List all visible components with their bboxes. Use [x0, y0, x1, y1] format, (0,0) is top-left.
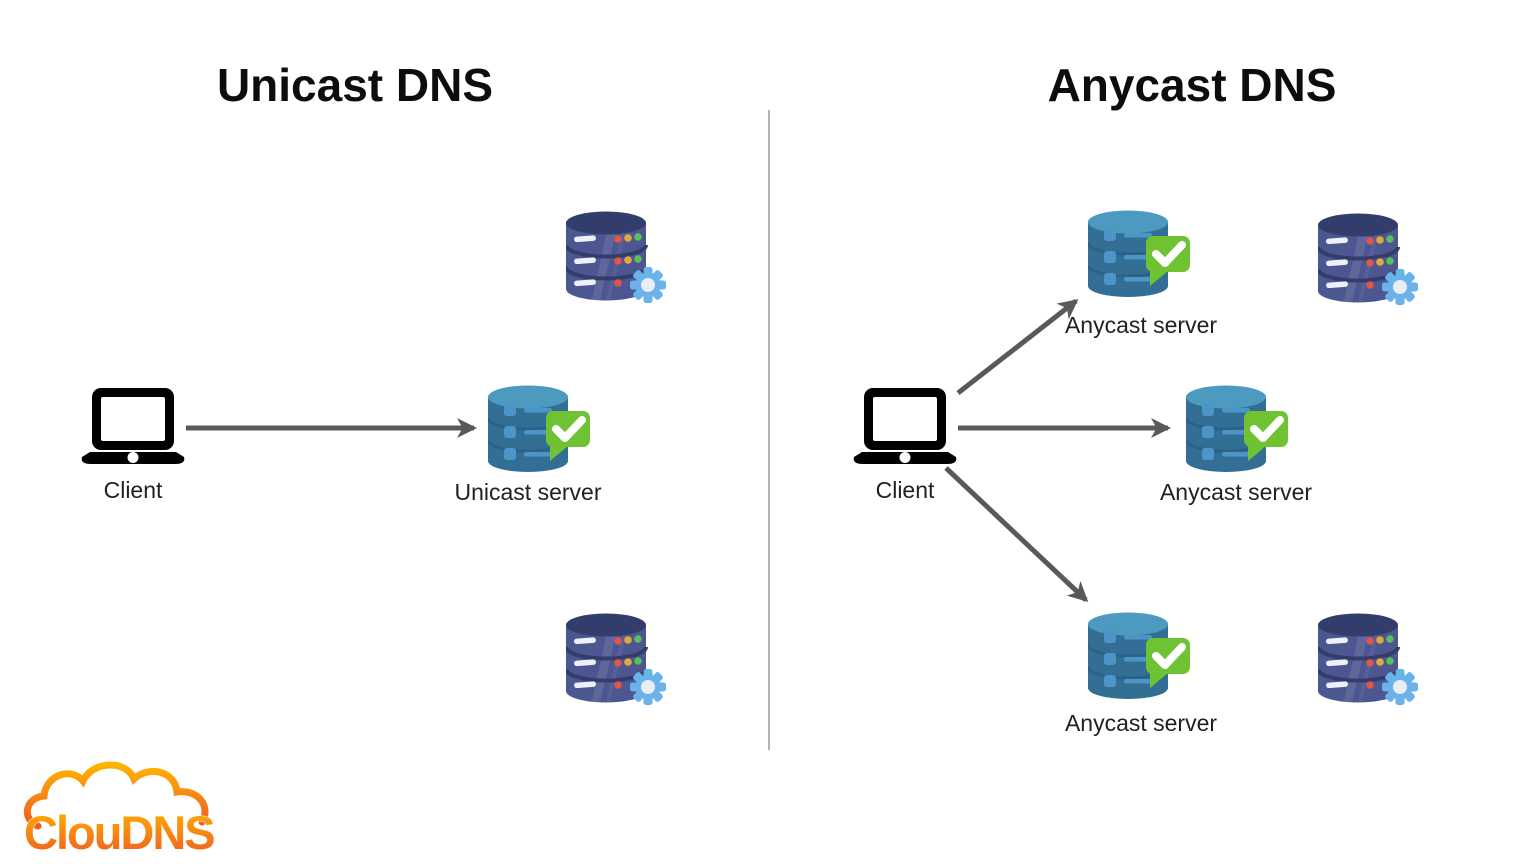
anycast-server-label-bottom: Anycast server — [1064, 710, 1218, 736]
database-gear-icon — [1318, 612, 1426, 707]
cloudns-logo-text: ClouDNS — [24, 806, 214, 855]
anycast-client-label: Client — [875, 477, 935, 503]
laptop-icon — [852, 388, 958, 470]
panel-divider — [768, 110, 770, 750]
anycast-title: Anycast DNS — [1047, 59, 1337, 111]
anycast-server-label-middle: Anycast server — [1159, 479, 1313, 505]
unicast-server-label: Unicast server — [454, 479, 602, 505]
database-gear-icon — [1318, 212, 1426, 307]
database-check-icon — [488, 385, 596, 475]
database-gear-icon — [566, 612, 674, 707]
database-check-icon — [1186, 385, 1294, 475]
arrow-client-to-anycast-bottom — [944, 466, 1089, 603]
laptop-icon — [80, 388, 186, 470]
cloudns-logo: ClouDNS — [22, 758, 237, 855]
unicast-title: Unicast DNS — [216, 59, 494, 111]
database-gear-icon — [566, 210, 674, 305]
database-check-icon — [1088, 612, 1196, 702]
database-check-icon — [1088, 210, 1196, 300]
cloud-icon — [24, 761, 209, 830]
unicast-client-label: Client — [103, 477, 163, 503]
anycast-server-label-top: Anycast server — [1064, 312, 1218, 338]
